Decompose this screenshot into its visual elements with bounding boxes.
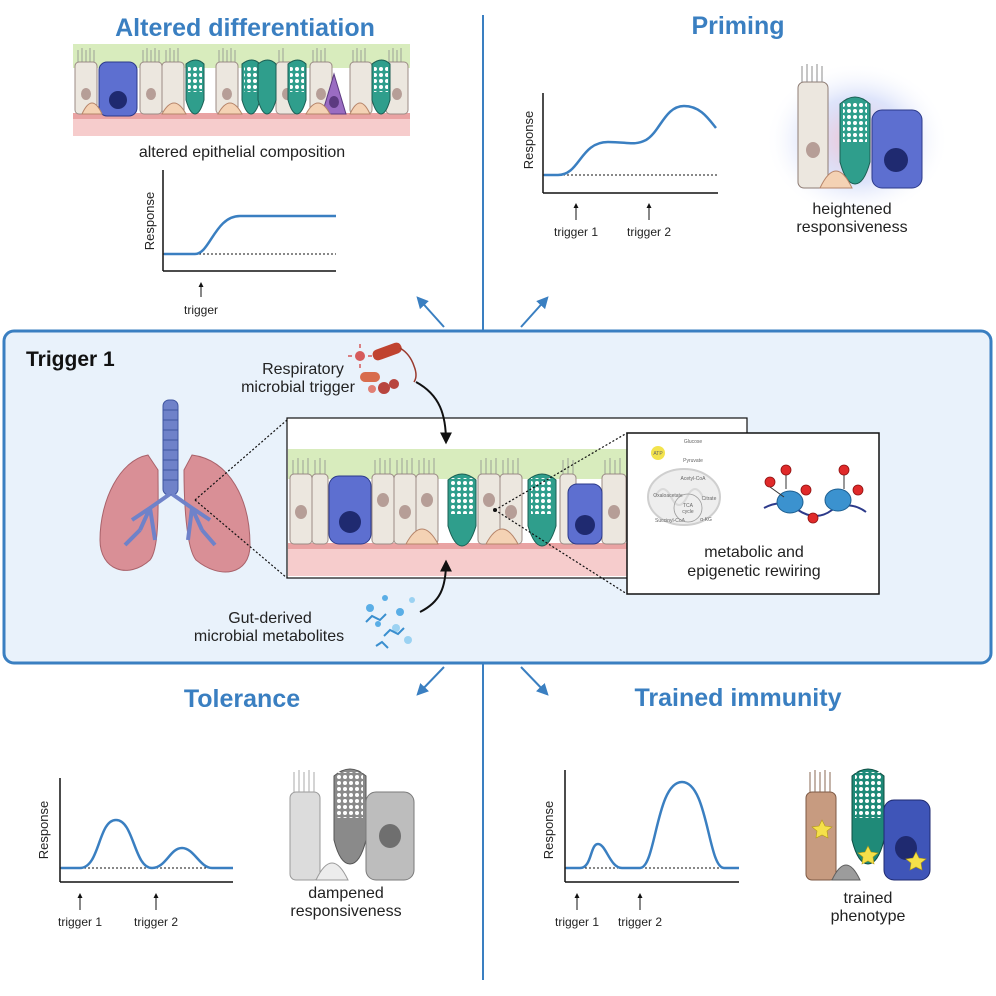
tolerance-chart: Response trigger 1 trigger 2 — [36, 778, 233, 929]
lung-illustration — [99, 399, 251, 573]
priming-caption-line1: heightened — [812, 201, 891, 218]
panel-tolerance: Tolerance Response trigger 1 trigger 2 d… — [36, 685, 415, 929]
priming-cells-illustration — [765, 62, 949, 218]
rewiring-caption-line2: epigenetic rewiring — [687, 563, 820, 580]
tolerance-trigger1-label: trigger 1 — [58, 915, 102, 929]
pyruvate-label: Pyruvate — [683, 458, 703, 464]
arrow-to-tolerance — [416, 666, 445, 696]
arrow-to-altered — [416, 296, 445, 328]
tolerance-response-curve — [61, 818, 233, 870]
panel-altered-differentiation: Altered differentiation — [73, 14, 410, 317]
gut-metabolites-line2: microbial metabolites — [194, 628, 344, 645]
altered-title: Altered differentiation — [115, 14, 375, 42]
trained-response-curve — [566, 780, 739, 870]
priming-caption-line2: responsiveness — [796, 219, 907, 236]
mitochondrion-illustration: ATP Glucose Pyruvate Acetyl-CoA Citrate … — [647, 439, 721, 526]
succinylcoa-label: Succinyl-CoA — [655, 518, 686, 524]
priming-response-curve — [544, 104, 717, 177]
zoom2-line-top — [494, 432, 628, 511]
trigger1-box: Trigger 1 — [2, 329, 993, 665]
tolerance-caption-line1: dampened — [308, 885, 384, 902]
rewiring-caption-line1: metabolic and — [704, 544, 804, 561]
trained-title: Trained immunity — [635, 684, 842, 712]
tca-label-1: TCA — [683, 503, 694, 509]
respiratory-trigger-arrow — [415, 381, 452, 445]
panel-trained-immunity: Trained immunity Response trigger 1 trig… — [541, 684, 931, 929]
zoom-line-top — [194, 419, 288, 501]
tolerance-caption-line2: responsiveness — [290, 903, 401, 920]
arrow-to-trained — [520, 666, 549, 696]
trained-ylabel: Response — [541, 801, 556, 860]
atp-label: ATP — [653, 451, 663, 457]
microbes-icon — [348, 342, 417, 394]
trained-chart: Response trigger 1 trigger 2 — [541, 770, 739, 929]
respiratory-trigger-line2: microbial trigger — [241, 379, 355, 396]
panel-priming: Priming Response trigger 1 trigger 2 hei… — [521, 12, 949, 239]
tca-cycle-ring — [673, 493, 703, 523]
star-icons — [811, 819, 927, 871]
atp-icon — [651, 446, 665, 460]
zoom2-focus-dot — [493, 508, 497, 512]
tolerance-ylabel: Response — [36, 801, 51, 860]
tolerance-trigger2-label: trigger 2 — [134, 915, 178, 929]
arrow-to-priming — [520, 296, 549, 328]
tca-label-2: cycle — [682, 509, 694, 515]
priming-title: Priming — [691, 12, 784, 40]
altered-chart: Response trigger — [142, 170, 336, 317]
trained-caption-line2: phenotype — [831, 908, 906, 925]
tolerance-title: Tolerance — [184, 685, 300, 713]
altered-epithelium-illustration — [73, 44, 410, 136]
trigger1-title: Trigger 1 — [26, 348, 115, 371]
glucose-label: Glucose — [684, 439, 703, 445]
oxaloacetate-label: Oxaloacetate — [653, 493, 683, 499]
altered-ylabel: Response — [142, 192, 157, 251]
respiratory-trigger-line1: Respiratory — [262, 361, 344, 378]
trained-caption-line1: trained — [844, 890, 893, 907]
zoom-line-bottom — [194, 499, 288, 579]
trained-trigger2-label: trigger 2 — [618, 915, 662, 929]
priming-ylabel: Response — [521, 111, 536, 170]
citrate-label: Citrate — [702, 496, 717, 502]
akg-label: α-KG — [700, 517, 712, 523]
altered-caption: altered epithelial composition — [139, 144, 345, 161]
priming-chart: Response trigger 1 trigger 2 — [521, 93, 718, 239]
gut-metabolites-line1: Gut-derived — [228, 610, 312, 627]
priming-trigger2-label: trigger 2 — [627, 225, 671, 239]
altered-response-curve — [164, 214, 336, 256]
altered-trigger-label: trigger — [184, 303, 218, 317]
gut-metabolites-arrow — [419, 559, 452, 613]
chromatin-illustration — [763, 464, 867, 524]
metabolites-icon — [365, 595, 415, 649]
tolerance-cells-illustration — [289, 768, 415, 881]
trained-trigger1-label: trigger 1 — [555, 915, 599, 929]
trained-cells-illustration — [805, 768, 931, 881]
priming-trigger1-label: trigger 1 — [554, 225, 598, 239]
acetylcoa-label: Acetyl-CoA — [680, 476, 706, 482]
